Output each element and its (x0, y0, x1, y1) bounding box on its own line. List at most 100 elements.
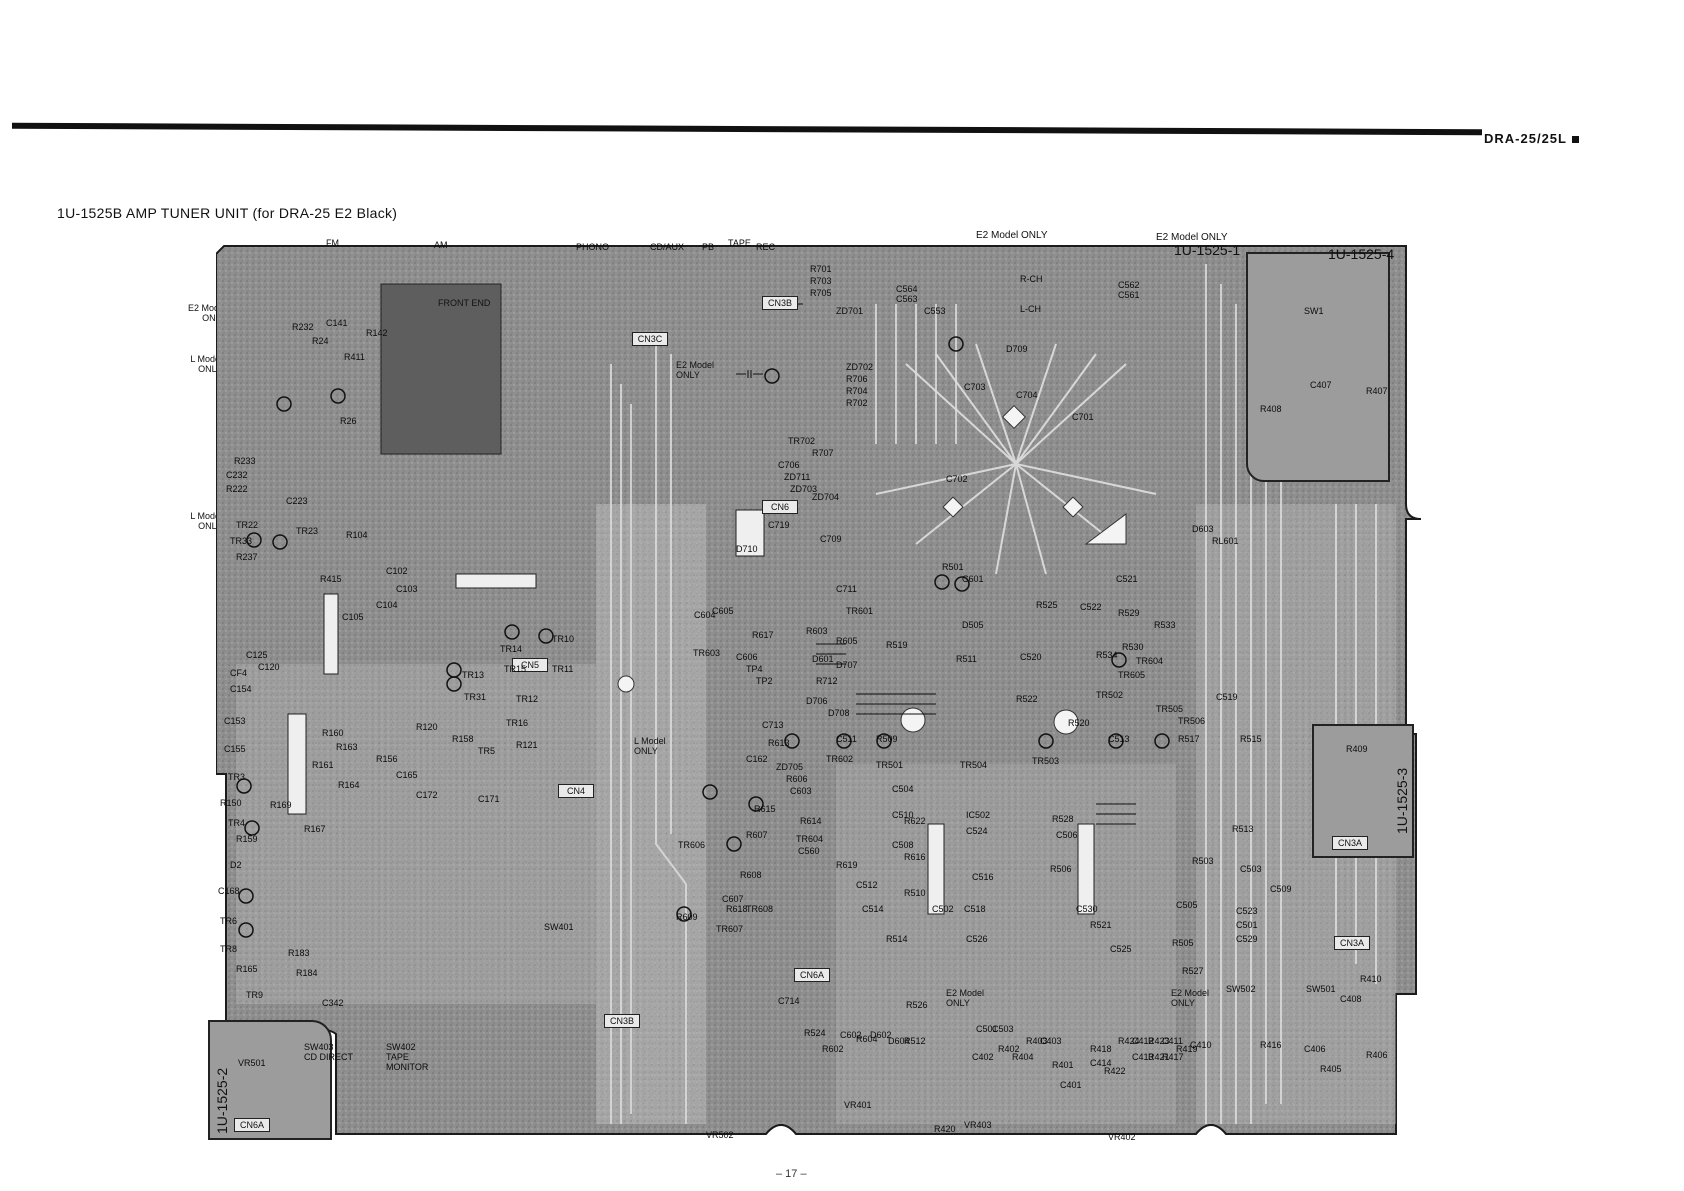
jack-label-cd-aux: CD/AUX (650, 242, 685, 252)
pcb-board: 1U-1525-1 1U-1525-4 1U-1525-3 1U-1525-2 … (208, 230, 1492, 1142)
component-label: D604 (888, 1036, 910, 1046)
component-label: R522 (1016, 694, 1038, 704)
component-label: TR602 (826, 754, 854, 764)
component-label: R417 (1162, 1052, 1184, 1062)
component-label: R534 (1096, 650, 1118, 660)
component-label: C410 (1190, 1040, 1212, 1050)
component-label: R515 (1240, 734, 1262, 744)
jack-label-fm: FM (326, 238, 339, 248)
component-label: R514 (886, 934, 908, 944)
component-label: R-CH (1020, 274, 1043, 284)
component-label: C102 (386, 566, 408, 576)
component-label: R615 (754, 804, 776, 814)
component-label: R524 (804, 1028, 826, 1038)
component-label: C509 (1270, 884, 1292, 894)
jack-label-tape: TAPE (728, 238, 751, 248)
component-label: R609 (676, 912, 698, 922)
component-label: R419 (1176, 1044, 1198, 1054)
component-label: R422 (1104, 1066, 1126, 1076)
sub-board-1u-1525-4 (1246, 252, 1390, 482)
component-label: R513 (1232, 824, 1254, 834)
component-label: D603 (1192, 524, 1214, 534)
component-label: C153 (224, 716, 246, 726)
component-label: C502 (932, 904, 954, 914)
component-label: R167 (304, 824, 326, 834)
component-label: R605 (836, 636, 858, 646)
component-label: C607 (722, 894, 744, 904)
component-label: TR605 (1118, 670, 1146, 680)
component-label: TR505 (1156, 704, 1184, 714)
component-label: C560 (798, 846, 820, 856)
component-label: R409 (1346, 744, 1368, 754)
volume-vr402: VR402 (1108, 1132, 1136, 1142)
component-label: R617 (752, 630, 774, 640)
component-label: R616 (904, 852, 926, 862)
component-label: C530 (1076, 904, 1098, 914)
component-label: R517 (1178, 734, 1200, 744)
component-label: TR5 (478, 746, 496, 756)
component-label: C505 (1176, 900, 1198, 910)
component-label: TR16 (506, 718, 529, 728)
component-label: R702 (846, 398, 868, 408)
component-label: D707 (836, 660, 858, 670)
component-label: C702 (946, 474, 968, 484)
component-label: C513 (1108, 734, 1130, 744)
component-label: C105 (342, 612, 364, 622)
component-label: R506 (1050, 864, 1072, 874)
component-label: ZD704 (812, 492, 840, 502)
component-label: C501 (976, 1024, 998, 1034)
component-label: R604 (856, 1034, 878, 1044)
component-label: TR9 (246, 990, 264, 1000)
component-label: TR8 (220, 944, 238, 954)
sub-board-1u-1525-2 (208, 1020, 332, 1140)
component-label: R158 (452, 734, 474, 744)
component-label: R169 (270, 800, 292, 810)
component-label: C719 (768, 520, 790, 530)
jack-label-am: AM (434, 240, 448, 250)
component-label: R705 (810, 288, 832, 298)
component-label: C703 (964, 382, 986, 392)
component-label: C506 (1056, 830, 1078, 840)
board-label-front-end: FRONT END (438, 298, 491, 308)
component-label: C103 (396, 584, 418, 594)
component-label: R183 (288, 948, 310, 958)
component-label: TR606 (678, 840, 706, 850)
component-label: TR607 (716, 924, 744, 934)
component-label: R512 (904, 1036, 926, 1046)
component-label: C104 (376, 600, 398, 610)
component-label: TR604 (1136, 656, 1164, 666)
component-label: C155 (224, 744, 246, 754)
component-label: L-CH (1020, 304, 1042, 314)
connector-cn6a-sub: CN6A (234, 1118, 270, 1132)
switch-sw402: SW402 TAPE MONITOR (386, 1042, 429, 1072)
component-label: C511 (836, 734, 857, 744)
component-label: R511 (956, 654, 977, 664)
jack-label-rec: REC (756, 242, 776, 252)
component-label: C701 (1072, 412, 1094, 422)
component-label: C603 (790, 786, 812, 796)
component-label: R501 (942, 562, 964, 572)
switch-sw401: SW401 (544, 922, 574, 932)
component-label: C516 (972, 872, 994, 882)
component-label: R712 (816, 676, 838, 686)
component-label: C564 (896, 284, 918, 294)
component-label: R121 (516, 740, 538, 750)
component-label: R503 (1192, 856, 1214, 866)
component-label: TR6 (220, 916, 238, 926)
board-label-sub4: 1U-1525-4 (1328, 246, 1395, 262)
switch-sw502: SW502 (1226, 984, 1256, 994)
component-label: C401 (1060, 1080, 1082, 1090)
component-label: C704 (1016, 390, 1038, 400)
component-label: C406 (1304, 1044, 1326, 1054)
pcb-artwork (216, 245, 1422, 1135)
component-label: C125 (246, 650, 268, 660)
component-label: C524 (966, 826, 988, 836)
component-label: R703 (810, 276, 832, 286)
volume-vr403: VR403 (964, 1120, 992, 1130)
component-label: D601 (812, 654, 834, 664)
component-label: R401 (1052, 1060, 1074, 1070)
component-label: TR504 (960, 760, 988, 770)
component-label: R608 (740, 870, 762, 880)
component-label: C709 (820, 534, 842, 544)
component-label: R120 (416, 722, 438, 732)
